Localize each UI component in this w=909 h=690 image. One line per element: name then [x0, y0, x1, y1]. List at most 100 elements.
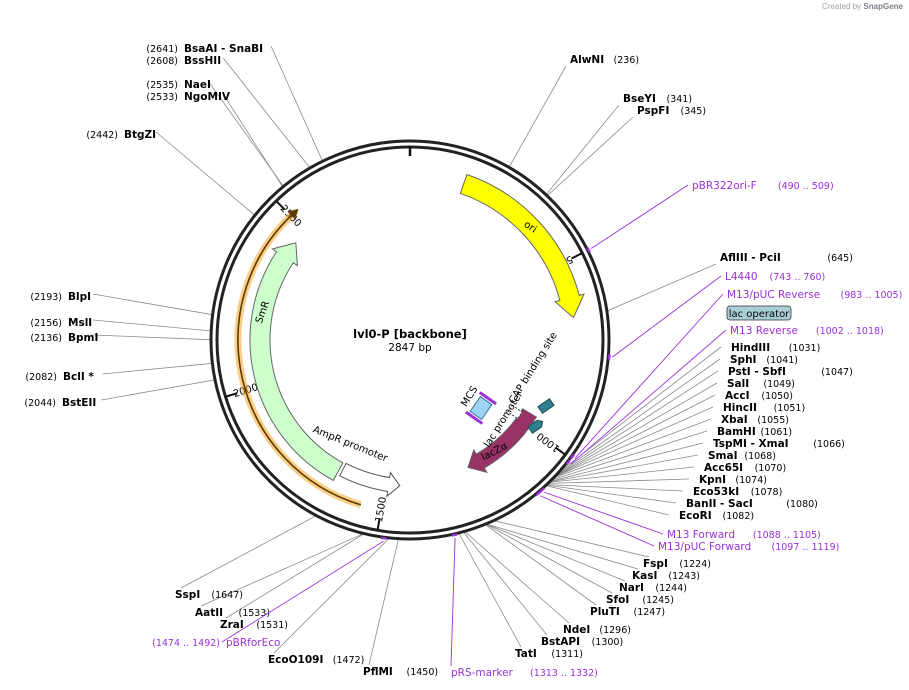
leader-line-psti — [557, 370, 719, 476]
enzyme-name: EcoO109I — [268, 654, 323, 666]
enzyme-afliii[interactable]: AflIII - PciI(645) — [720, 252, 853, 264]
primer-pbrforeco[interactable]: (1474 .. 1492)pBRforEco — [152, 536, 387, 649]
leader-line-fspi — [495, 520, 650, 558]
enzyme-sfoi[interactable]: SfoI(1245) — [606, 594, 674, 606]
primer-leader — [450, 537, 456, 667]
enzyme-position: (1068) — [744, 451, 776, 462]
enzyme-position: (1074) — [735, 475, 767, 486]
enzyme-fspi[interactable]: FspI(1224) — [643, 558, 711, 570]
enzyme-zrai[interactable]: ZraI(1531) — [220, 619, 288, 631]
leader-line-ndei — [465, 531, 570, 624]
leader-line-banii — [547, 484, 677, 504]
enzyme-position: (1082) — [723, 511, 755, 522]
tick-mark-2500 — [275, 200, 286, 211]
enzyme-pflmi[interactable]: PflMI(1450) — [363, 666, 438, 678]
enzyme-hincii[interactable]: HincII(1051) — [723, 402, 805, 414]
highlight-arc-head — [287, 208, 299, 220]
enzyme-sphi[interactable]: SphI(1041) — [730, 354, 798, 366]
leader-line-smai — [551, 454, 699, 482]
enzyme-ecori[interactable]: EcoRI(1082) — [679, 510, 754, 522]
primer-m13-reverse[interactable]: M13 Reverse(1002 .. 1018) — [565, 325, 884, 466]
enzyme-pspfi[interactable]: PspFI(345) — [637, 105, 706, 117]
enzyme-bseyi[interactable]: BseYI(341) — [623, 93, 692, 105]
enzyme-psti[interactable]: PstI - SbfI(1047) — [728, 366, 853, 378]
enzyme-name: SmaI — [708, 450, 738, 462]
enzyme-msli[interactable]: (2156)MslI — [30, 317, 92, 329]
primer-mark — [535, 490, 542, 497]
enzyme-bpmi[interactable]: (2136)BpmI — [30, 332, 98, 344]
watermark-prefix: Created by — [822, 2, 862, 11]
enzyme-position: (1080) — [786, 499, 818, 510]
enzyme-banii[interactable]: BanII - SacI (1080) — [686, 498, 818, 510]
lac-promoter-marker — [527, 419, 544, 434]
enzyme-aatii[interactable]: AatII(1533) — [195, 607, 270, 619]
enzyme-bsshii[interactable]: (2608)BssHII — [146, 55, 221, 67]
enzyme-position: (1647) — [211, 590, 243, 601]
enzyme-btgzi[interactable]: (2442)BtgZI — [86, 129, 156, 141]
primer-name: M13/pUC Forward — [658, 541, 751, 553]
enzyme-eco53ki[interactable]: Eco53kI(1078) — [693, 486, 782, 498]
enzyme-position: (2193) — [30, 292, 62, 303]
enzyme-labels: (2641) BsaAI - SnaBI(2608)BssHII (2535)Nae… — [24, 43, 853, 678]
enzyme-bstapi[interactable]: BstAPI(1300) — [541, 636, 623, 648]
primer-mark — [565, 459, 571, 466]
enzyme-blpi[interactable]: (2193)BlpI — [30, 291, 91, 303]
primer-l4440[interactable]: L4440(743 .. 760) — [607, 271, 825, 360]
leader-line-xbai — [555, 418, 712, 478]
enzyme-ngomiv[interactable]: (2533)NgoMIV — [146, 91, 230, 103]
leader-line-sfoi — [486, 524, 613, 594]
primer-range: (490 .. 509) — [778, 181, 834, 192]
ori-feature-arrow — [459, 173, 585, 319]
enzyme-name: BanII - SacI — [686, 498, 753, 510]
enzyme-xbai[interactable]: XbaI(1055) — [721, 414, 789, 426]
enzyme-acc65i[interactable]: Acc65I(1070) — [704, 462, 786, 474]
enzyme-bsaai[interactable]: (2641) BsaAI - SnaBI — [146, 43, 263, 55]
primer-m13-puc-reverse[interactable]: M13/pUC Reverse(983 .. 1005) — [569, 289, 902, 460]
enzyme-naei[interactable]: (2535)NaeI — [146, 79, 211, 91]
primer-m13-forward[interactable]: M13 Forward(1088 .. 1105) — [539, 487, 821, 541]
plasmid-name: lvl0-P [backbone] — [353, 327, 467, 341]
leader-line-kasi — [487, 523, 639, 570]
leader-line-sspi — [180, 515, 316, 589]
inner-features — [465, 391, 555, 434]
enzyme-bamhi[interactable]: BamHI(1061) — [717, 426, 792, 438]
leader-line-ngomiv — [222, 93, 283, 187]
enzyme-acci[interactable]: AccI(1050) — [725, 390, 793, 402]
enzyme-ndei[interactable]: NdeI(1296) — [563, 624, 631, 636]
enzyme-alwni[interactable]: AlwNI(236) — [570, 54, 639, 66]
enzyme-name: BsaAI - SnaBI — [184, 43, 263, 55]
enzyme-sspi[interactable]: SspI(1647) — [175, 589, 243, 601]
leader-line-bamhi — [553, 430, 708, 480]
enzyme-name: PspFI — [637, 105, 669, 117]
enzyme-name: PstI - SbfI — [728, 366, 786, 378]
enzyme-name: NarI — [619, 582, 644, 594]
enzyme-sali[interactable]: SalI(1049) — [727, 378, 795, 390]
enzyme-ecoo109i[interactable]: EcoO109I(1472) — [268, 654, 364, 666]
enzyme-position: (1533) — [239, 608, 271, 619]
enzyme-kpni[interactable]: KpnI(1074) — [699, 474, 767, 486]
enzyme-smai[interactable]: SmaI (1068) — [708, 450, 776, 462]
enzyme-name: BstAPI — [541, 636, 580, 648]
enzyme-position: (341) — [667, 94, 693, 105]
enzyme-hindiii[interactable]: HindIII(1031) — [731, 342, 820, 354]
enzyme-pluti[interactable]: PluTI(1247) — [590, 606, 665, 618]
primer-leader — [612, 275, 722, 358]
enzyme-nari[interactable]: NarI(1244) — [619, 582, 687, 594]
enzyme-kasi[interactable]: KasI(1243) — [632, 570, 700, 582]
primer-leader — [590, 184, 689, 249]
primer-pbr322ori-f[interactable]: pBR322ori-F(490 .. 509) — [586, 180, 834, 253]
enzyme-bsteii[interactable]: (2044)BstEII — [24, 397, 96, 409]
enzyme-position: (2641) — [146, 44, 178, 55]
tick-mark-1500 — [376, 518, 381, 531]
smr-feature-arrow — [249, 242, 344, 482]
enzyme-name: Acc65I — [704, 462, 743, 474]
enzyme-tati[interactable]: TatI(1311) — [515, 648, 583, 660]
enzyme-position: (2608) — [146, 56, 178, 67]
primer-m13-puc-forward[interactable]: M13/pUC Forward(1097 .. 1119) — [535, 490, 839, 553]
leader-line-pspfi — [547, 116, 634, 196]
primer-prs-marker[interactable]: pRS-marker(1313 .. 1332) — [450, 533, 598, 679]
primer-leader — [570, 329, 727, 465]
enzyme-tspmi[interactable]: TspMI - XmaI(1066) — [713, 438, 845, 450]
enzyme-bcli[interactable]: (2082)BclI * — [25, 371, 94, 383]
